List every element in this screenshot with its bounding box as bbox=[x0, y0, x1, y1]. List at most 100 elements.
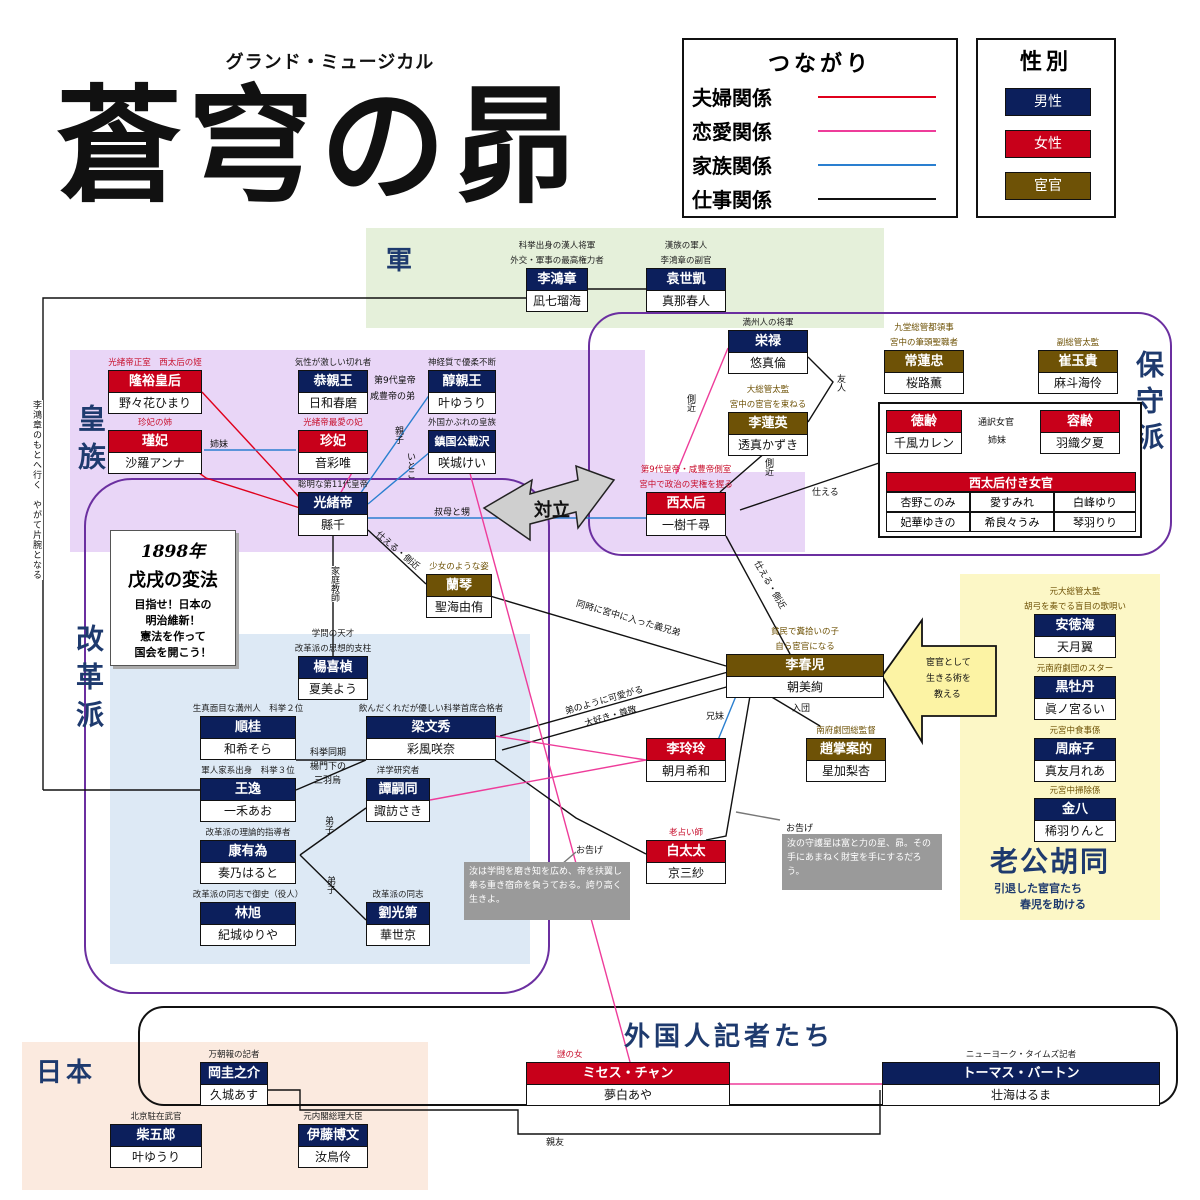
actor: 稀羽りんと bbox=[1035, 820, 1115, 841]
name: 李春児 bbox=[727, 655, 883, 676]
actor: 夏美よう bbox=[299, 678, 367, 699]
edge-label-9th: 第9代皇帝 bbox=[374, 376, 416, 386]
card-lin-xu[interactable]: 改革派の同志で御史（役人） 林旭 紀城ゆりや bbox=[193, 890, 303, 946]
edge-label-teach1: 宦官として bbox=[926, 658, 971, 668]
card-li-hongzhang[interactable]: 科挙出身の漢人将軍 外交・軍事の最高権力者 李鴻章 凪七瑠海 bbox=[510, 241, 604, 312]
role: 謎の女 bbox=[557, 1050, 583, 1060]
edge-label-side2: 側近 bbox=[763, 458, 773, 476]
name: 蘭琴 bbox=[427, 575, 491, 596]
region-label-reform: 改革派 bbox=[72, 624, 105, 738]
card-shiba[interactable]: 北京駐在武官 柴五郎 叶ゆうり bbox=[110, 1112, 202, 1168]
edge-label-bestfriend: 親友 bbox=[546, 1138, 565, 1148]
card-zhenguo[interactable]: 外国かぶれの皇族 鎮国公載沢 咲城けい bbox=[428, 418, 496, 474]
card-jinfei[interactable]: 珍妃の姉 瑾妃 沙羅アンナ bbox=[108, 418, 202, 474]
card-chang-lianzhong[interactable]: 九堂総管都領事 宮中の筆頭聖職者 常蓮忠 桜路薫 bbox=[884, 323, 964, 394]
actor: 久城あす bbox=[201, 1084, 267, 1105]
actor: 沙羅アンナ bbox=[109, 452, 201, 473]
oracle-pointer-right bbox=[735, 811, 781, 821]
edge-label-entry: 入団 bbox=[792, 704, 811, 714]
conservative-region bbox=[588, 312, 1172, 556]
card-ito[interactable]: 元内閣総理大臣 伊藤博文 汝鳥伶 bbox=[298, 1112, 368, 1168]
edge-label-cousin: いとこ bbox=[405, 452, 415, 479]
card-lirenying[interactable]: 大総管太監 宮中の宦官を束ねる 李蓮英 透真かずき bbox=[728, 385, 808, 456]
actor: 日和春磨 bbox=[299, 392, 367, 413]
actor: 真那春人 bbox=[647, 290, 725, 311]
name: 伊藤博文 bbox=[299, 1125, 367, 1146]
card-chunr[interactable]: 貧民で糞拾いの子 自ら宦官になる 李春児 朝美絢 bbox=[726, 627, 884, 698]
name: 醇親王 bbox=[429, 371, 495, 392]
army-region bbox=[366, 228, 884, 328]
card-tan-sitong[interactable]: 洋学研究者 譚嗣同 諏訪さき bbox=[366, 766, 430, 822]
title-subtitle: グランド・ミュージカル bbox=[225, 52, 435, 73]
name: ミセス・チャン bbox=[527, 1063, 729, 1084]
role: 洋学研究者 bbox=[376, 766, 420, 776]
card-li-lingling[interactable]: 李玲玲 朝月希和 bbox=[646, 738, 726, 782]
actor: 野々花ひまり bbox=[109, 392, 201, 413]
card-wangyi[interactable]: 軍人家系出身 科挙３位 王逸 一禾あお bbox=[200, 766, 296, 822]
card-ronglu[interactable]: 満州人の将軍 栄禄 悠真倫 bbox=[728, 318, 808, 374]
actor: 和希そら bbox=[201, 738, 295, 759]
card-bai-taitai[interactable]: 老占い師 白太太 京三紗 bbox=[646, 828, 726, 884]
card-liu-guangdi[interactable]: 改革派の同志 劉光第 華世京 bbox=[366, 890, 430, 946]
name: 李蓮英 bbox=[729, 413, 807, 434]
name: 康有為 bbox=[201, 841, 295, 862]
name: 光緒帝 bbox=[299, 493, 367, 514]
name: 珍妃 bbox=[299, 431, 367, 452]
edge-label-friend: 友人 bbox=[835, 374, 845, 392]
card-zhou-mazi[interactable]: 元宮中食事係 周麻子 真友月れあ bbox=[1034, 726, 1116, 782]
card-okamoto[interactable]: 万朝報の記者 岡圭之介 久城あす bbox=[200, 1050, 268, 1106]
region-label-hutong: 老公胡同 bbox=[990, 845, 1111, 878]
card-gong[interactable]: 気性が激しい切れ者 恭親王 日和春磨 bbox=[295, 358, 371, 414]
card-rongling[interactable]: 容齢 羽織夕夏 bbox=[1040, 410, 1120, 454]
card-shungui[interactable]: 生真面目な満州人 科挙２位 順桂 和希そら bbox=[193, 704, 303, 760]
name: 柴五郎 bbox=[111, 1125, 201, 1146]
edge-zhenguo-chan bbox=[467, 465, 631, 1063]
card-zhao-zhanxiao[interactable]: 南府劇団総監督 趙掌案的 星加梨杏 bbox=[806, 726, 886, 782]
card-lanqin[interactable]: 少女のような姿 蘭琴 聖海由侑 bbox=[426, 562, 492, 618]
edge-label-sisters: 姉妹 bbox=[210, 440, 229, 450]
card-thomas[interactable]: ニューヨーク・タイムズ記者 トーマス・バートン 壮海はるま bbox=[882, 1050, 1160, 1106]
gender-legend-heading: 性別 bbox=[1019, 50, 1072, 75]
actor: 星加梨杏 bbox=[807, 760, 885, 781]
name: 西太后 bbox=[647, 493, 725, 514]
legend-work-label: 仕事関係 bbox=[692, 188, 772, 212]
actor: 華世京 bbox=[367, 924, 429, 945]
edge-label-teach3: 教える bbox=[934, 690, 961, 700]
card-deling[interactable]: 徳齢 千風カレン bbox=[886, 410, 962, 454]
relation-legend: つながり 夫婦関係 恋愛関係 家族関係 仕事関係 bbox=[682, 38, 958, 218]
card-jin-ba[interactable]: 元宮中掃除係 金八 稀羽りんと bbox=[1034, 786, 1116, 842]
actor: 音彩唯 bbox=[299, 452, 367, 473]
role: 副総管太監 bbox=[1056, 338, 1100, 348]
role: 南府劇団総監督 bbox=[816, 726, 876, 736]
edge-shungui-wangyi bbox=[295, 759, 367, 791]
role: 宮中の宦官を束ねる bbox=[729, 400, 807, 410]
card-yuan-shikai[interactable]: 漢族の軍人 李鴻章の副官 袁世凱 真那春人 bbox=[646, 241, 726, 312]
edge-label-exam2: 楊門下の bbox=[310, 762, 347, 772]
name: 徳齢 bbox=[887, 411, 961, 432]
card-longyu[interactable]: 光緒帝正室 西太后の姪 隆裕皇后 野々花ひまり bbox=[108, 358, 202, 414]
actor: 一禾あお bbox=[201, 800, 295, 821]
role: 科挙出身の漢人将軍 bbox=[518, 241, 596, 251]
edge-chun-guangxu bbox=[359, 393, 431, 495]
card-mrs-chan[interactable]: 謎の女 ミセス・チャン 夢白あや bbox=[526, 1050, 730, 1106]
card-an-dehai[interactable]: 元大総管太監 胡弓を奏でる盲目の歌唄い 安徳海 天月翼 bbox=[1024, 587, 1126, 658]
role: 北京駐在武官 bbox=[130, 1112, 182, 1122]
name: 岡圭之介 bbox=[201, 1063, 267, 1084]
name: 恭親王 bbox=[299, 371, 367, 392]
relation-legend-heading: つながり bbox=[767, 52, 872, 77]
role: ニューヨーク・タイムズ記者 bbox=[965, 1050, 1077, 1060]
card-hei-mudan[interactable]: 元南府劇団のスター 黒牡丹 眞ノ宮るい bbox=[1034, 664, 1116, 720]
card-chun[interactable]: 神経質で優柔不断 醇親王 叶ゆうり bbox=[428, 358, 496, 414]
card-cui-yugui[interactable]: 副総管太監 崔玉貴 麻斗海伶 bbox=[1038, 338, 1118, 394]
edge-ronglu-lirenying bbox=[807, 356, 834, 423]
card-kang-youwei[interactable]: 改革派の理論的指導者 康有為 奏乃はると bbox=[200, 828, 296, 884]
card-guangxu[interactable]: 聡明な第11代皇帝 光緒帝 縣千 bbox=[298, 480, 368, 536]
role: 元大総管太監 bbox=[1049, 587, 1101, 597]
role: 元宮中食事係 bbox=[1049, 726, 1101, 736]
legend-male: 男性 bbox=[1005, 88, 1091, 116]
lady-member: 白峰ゆり bbox=[1054, 492, 1136, 512]
card-empress-dowager[interactable]: 第9代皇帝・咸豊帝側室 宮中で政治の実権を握る 西太后 一樹千尋 bbox=[639, 465, 733, 536]
card-liang-wenxiu[interactable]: 飲んだくれだが優しい科挙首席合格者 梁文秀 彩風咲奈 bbox=[359, 704, 503, 760]
card-yang-ruizhen[interactable]: 学問の天才 改革派の思想的支柱 楊喜楨 夏美よう bbox=[295, 629, 371, 700]
card-zhenfei[interactable]: 光緒帝最愛の妃 珍妃 音彩唯 bbox=[298, 418, 368, 474]
